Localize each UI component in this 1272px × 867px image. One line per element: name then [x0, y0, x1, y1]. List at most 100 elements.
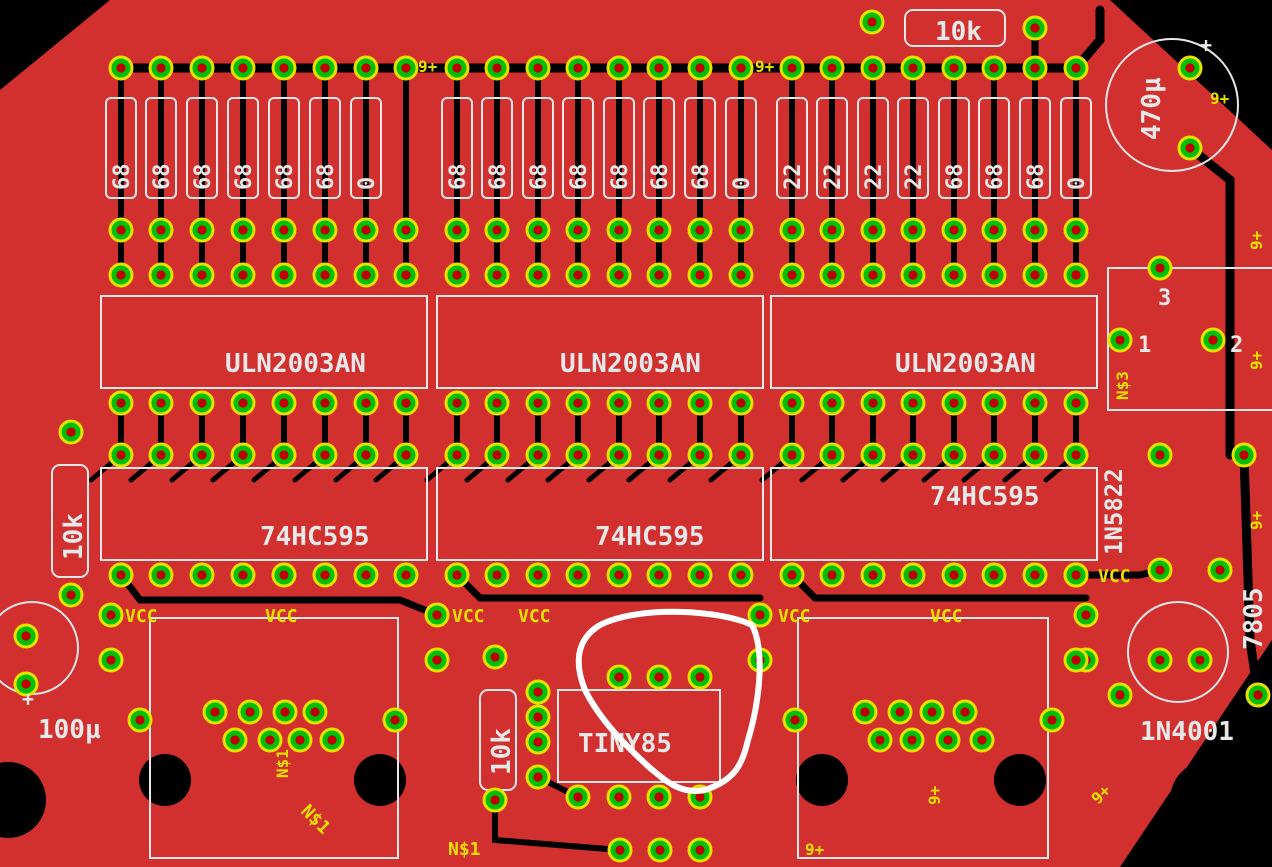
pad-drill: [238, 450, 248, 460]
pad-drill: [279, 570, 289, 580]
pad-drill: [135, 715, 145, 725]
resistor-value: 22: [902, 164, 927, 191]
resistor-value: 68: [314, 164, 339, 191]
pad-drill: [492, 398, 502, 408]
pad-drill: [989, 570, 999, 580]
pad-drill: [1030, 225, 1040, 235]
r-top-body: [904, 9, 1006, 47]
pad-drill: [1155, 450, 1165, 460]
pad-drill: [156, 225, 166, 235]
pad-drill: [197, 225, 207, 235]
pad-drill: [533, 225, 543, 235]
pad-drill: [736, 63, 746, 73]
resistor-body: [227, 97, 259, 199]
pad-drill: [265, 735, 275, 745]
board-edge-top-left: [0, 0, 110, 90]
resistor-body: [309, 97, 341, 199]
pad-drill: [695, 450, 705, 460]
pad-drill: [868, 225, 878, 235]
mount-hole-left: [0, 762, 46, 838]
resistor-body: [725, 97, 757, 199]
pad-drill: [492, 225, 502, 235]
pad-drill: [908, 570, 918, 580]
pad-drill: [432, 655, 442, 665]
cap-100-label: 100µ: [38, 715, 101, 745]
pad-drill: [452, 398, 462, 408]
pad-drill: [320, 398, 330, 408]
pad-drill: [106, 655, 116, 665]
pad-drill: [197, 570, 207, 580]
pad-drill: [907, 735, 917, 745]
pad-drill: [827, 63, 837, 73]
pad-drill: [156, 398, 166, 408]
pad-drill: [452, 270, 462, 280]
jack-hole-4: [994, 754, 1046, 806]
resistor-value: 68: [446, 164, 471, 191]
pad-drill: [654, 63, 664, 73]
pad-drill: [1253, 690, 1263, 700]
pad-drill: [736, 225, 746, 235]
pad-drill: [614, 570, 624, 580]
pad-drill: [533, 737, 543, 747]
resistor-value: 68: [232, 164, 257, 191]
pad-drill: [1115, 690, 1125, 700]
pad-drill: [949, 225, 959, 235]
hc595-outline-1: [100, 467, 428, 561]
pad-drill: [827, 398, 837, 408]
pad-drill: [949, 63, 959, 73]
vcc-label-4: VCC: [518, 606, 551, 627]
pad-drill: [1071, 570, 1081, 580]
resistor-body: [1060, 97, 1092, 199]
pad-drill: [615, 845, 625, 855]
pad-drill: [827, 450, 837, 460]
pad-drill: [908, 63, 918, 73]
pad-drill: [868, 63, 878, 73]
pad-drill: [238, 270, 248, 280]
pad-drill: [790, 715, 800, 725]
pad-drill: [654, 570, 664, 580]
pad-layer: [13, 9, 1271, 863]
pad-drill: [695, 570, 705, 580]
pad-drill: [695, 398, 705, 408]
pad-drill: [1208, 335, 1218, 345]
pad-drill: [66, 427, 76, 437]
resistor-value: 22: [862, 164, 887, 191]
mount-hole-right: [1170, 760, 1250, 840]
pad-drill: [361, 570, 371, 580]
net-ns3-label: N$3: [1113, 371, 1132, 400]
resistor-body: [684, 97, 716, 199]
r-left-body: [51, 464, 89, 578]
resistor-body: [186, 97, 218, 199]
pad-drill: [156, 570, 166, 580]
uln-outline-1: [100, 295, 428, 389]
pad-drill: [238, 570, 248, 580]
reg-pin3-label: 3: [1158, 286, 1171, 311]
resistor-value: 68: [608, 164, 633, 191]
pad-drill: [614, 225, 624, 235]
pad-drill: [573, 398, 583, 408]
pad-drill: [736, 570, 746, 580]
pad-drill: [156, 450, 166, 460]
pad-drill: [755, 610, 765, 620]
pad-drill: [736, 450, 746, 460]
pad-drill: [1115, 335, 1125, 345]
pad-drill: [279, 225, 289, 235]
pad-drill: [977, 735, 987, 745]
pad-drill: [197, 398, 207, 408]
pad-drill: [279, 398, 289, 408]
jack-outline-left: [149, 617, 399, 859]
pad-drill: [361, 398, 371, 408]
pad-drill: [279, 63, 289, 73]
pad-drill: [238, 63, 248, 73]
pad-drill: [361, 450, 371, 460]
pad-drill: [927, 707, 937, 717]
pad-drill: [280, 707, 290, 717]
pad-drill: [654, 672, 664, 682]
pad-drill: [210, 707, 220, 717]
pad-drill: [197, 270, 207, 280]
resistor-value: 68: [486, 164, 511, 191]
pad-drill: [492, 63, 502, 73]
resistor-body: [857, 97, 889, 199]
pad-drill: [695, 845, 705, 855]
